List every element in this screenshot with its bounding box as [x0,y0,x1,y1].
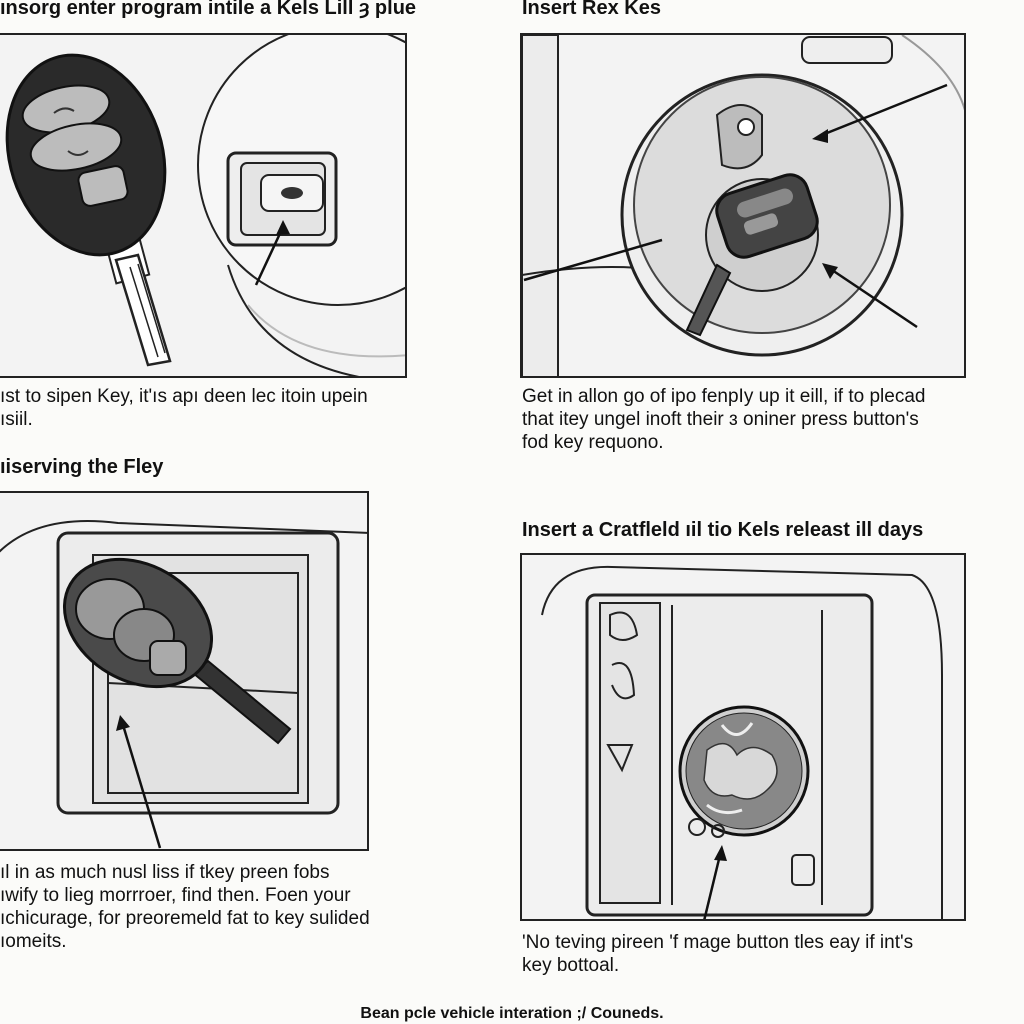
caption-line: 'No teving pireen 'f mage button tles ea… [522,932,914,953]
ignition-slot-icon [226,151,338,247]
step4-illustration [520,553,966,921]
step3-heading: ıiserving the Fley [0,456,164,478]
step4-heading: Insert a Cratfleld ıil tio Kels releast … [522,519,924,541]
caption-line: key bottoal. [522,955,620,976]
dash-port-icon [678,705,810,837]
caption-line: ıl in as much nusl liss if tkey preen fo… [0,862,330,883]
footer-credit: Bean pcle vehicle interation ;/ Couneds. [360,1005,664,1022]
step3-illustration [0,491,369,851]
arrow-icon [703,845,727,919]
caption-line: fod key requono. [522,432,664,453]
arrow-icon [116,715,162,849]
step2-heading: Insert Rex Kes [522,0,661,19]
step2-caption: Get in allon go of ipo fenpIy up it eill… [522,385,925,454]
arrow-icon [523,83,948,329]
key-in-slot-icon [685,173,819,337]
key-fob-icon [62,557,292,745]
key-fob-icon [5,53,172,367]
caption-line: ıomeits. [0,931,67,952]
caption-line: ıst to sipen Key, it'ıs apı deen lec ito… [0,386,368,407]
step1-illustration [0,33,407,378]
caption-line: ıwify to lieg morrroer, find then. Foen … [0,885,351,906]
step1-caption: ıst to sipen Key, it'ıs apı deen lec ito… [0,385,368,431]
caption-line: that itey ungel inoft their ɜ oniner pre… [522,409,919,430]
arrow-icon [254,220,290,286]
step2-illustration [520,33,966,378]
step3-caption: ıl in as much nusl liss if tkey preen fo… [0,861,370,953]
step4-caption: 'No teving pireen 'f mage button tles ea… [522,931,913,977]
caption-line: ıchicurage, for preoremeld fat to key su… [0,908,370,929]
caption-line: ısiil. [0,409,33,430]
step1-heading: ınsorg enter program intile a Kels Lill … [0,0,417,19]
caption-line: Get in allon go of ipo fenpIy up it eill… [522,386,926,407]
